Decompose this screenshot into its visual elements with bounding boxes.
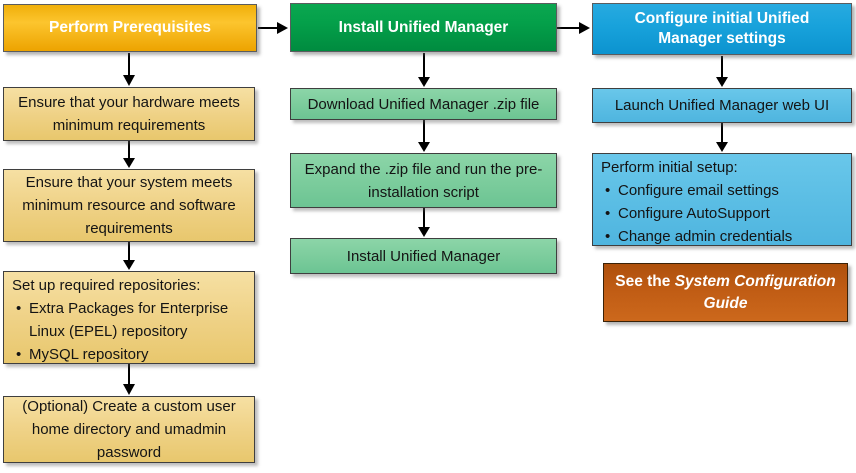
note-prefix: See the <box>615 272 671 290</box>
step-launch-web-ui: Launch Unified Manager web UI <box>592 88 852 123</box>
step-perform-initial-setup-title: Perform initial setup: <box>601 159 738 176</box>
step-install-unified-manager: Install Unified Manager <box>290 238 557 274</box>
bullet-mysql-repository: MySQL repository <box>12 343 148 366</box>
step-setup-repositories: Set up required repositories: Extra Pack… <box>3 271 255 366</box>
step-perform-initial-setup: Perform initial setup: Configure email s… <box>592 153 852 248</box>
bullet-configure-autosupport: Configure AutoSupport <box>601 202 770 225</box>
note-system-configuration-guide: See the System Configuration Guide <box>603 263 848 322</box>
step-system-requirements: Ensure that your system meets minimum re… <box>3 169 255 242</box>
step-optional-custom-user: (Optional) Create a custom user home dir… <box>3 396 255 463</box>
note-guide-title: System Configuration Guide <box>674 272 836 312</box>
header-install-unified-manager: Install Unified Manager <box>290 3 557 52</box>
step-setup-repositories-title: Set up required repositories: <box>12 277 201 294</box>
note-text: See the System Configuration Guide <box>604 271 847 315</box>
header-configure-initial-settings: Configure initial Unified Manager settin… <box>592 3 852 55</box>
bullet-epel-repository: Extra Packages for Enterprise Linux (EPE… <box>12 297 246 343</box>
step-download-zip: Download Unified Manager .zip file <box>290 88 557 120</box>
step-hardware-requirements: Ensure that your hardware meets minimum … <box>3 87 255 141</box>
bullet-configure-email: Configure email settings <box>601 179 779 202</box>
bullet-change-admin-credentials: Change admin credentials <box>601 225 792 248</box>
header-perform-prerequisites: Perform Prerequisites <box>3 4 257 52</box>
step-expand-zip-run-script: Expand the .zip file and run the pre-ins… <box>290 153 557 208</box>
